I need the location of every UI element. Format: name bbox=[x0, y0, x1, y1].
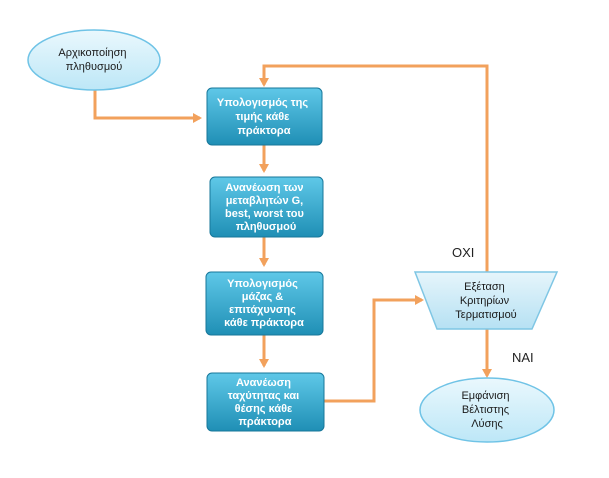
node-mass-acceleration: Υπολογισμός μάζας & επιτάχυνσης κάθε πρά… bbox=[205, 271, 324, 336]
start-label-line: πληθυσμού bbox=[66, 61, 123, 73]
node-velocity-position: Ανανέωση ταχύτητας και θέσης κάθε πράκτο… bbox=[206, 372, 325, 432]
termination-label-line: Τερματισμού bbox=[455, 309, 516, 321]
node-termination-check: Εξέταση Κριτηρίων Τερματισμού bbox=[413, 271, 559, 330]
node-fitness: Υπολογισμός της τιμής κάθε πράκτορα bbox=[206, 87, 323, 146]
fitness-label-line: Υπολογισμός της bbox=[217, 97, 308, 109]
update-variables-label-line: Ανανέωση των bbox=[225, 182, 303, 194]
termination-trapezoid-shape bbox=[413, 271, 559, 330]
velocity-position-box-shape bbox=[206, 372, 325, 432]
velocity-position-label-line: πράκτορα bbox=[238, 416, 291, 428]
start-label-line: Αρχικοποίηση bbox=[58, 47, 126, 59]
edge-termination-no-loop bbox=[259, 64, 489, 272]
svg-text:Ανανέωση ταχύτητας και: Ανανέωση ταχύτητας και θέσης κάθε πράκτο… bbox=[228, 377, 303, 428]
node-update-variables: Ανανέωση των μεταβλητών G, best, worst τ… bbox=[209, 176, 324, 238]
node-start: Αρχικοποίηση πληθυσμού bbox=[27, 29, 161, 91]
svg-text:Ανανέωση των μεταβλητών: Ανανέωση των μεταβλητών G, best, worst τ… bbox=[225, 182, 307, 233]
best-solution-label-line: Λύσης bbox=[471, 418, 503, 430]
best-solution-label-line: Βέλτιστης bbox=[462, 404, 509, 416]
mass-acceleration-label-line: επιτάχυνσης bbox=[229, 304, 296, 316]
edge-velocity-to-termination bbox=[324, 295, 424, 403]
velocity-position-label-line: ταχύτητας και bbox=[228, 390, 299, 402]
best-solution-label-line: Εμφάνιση bbox=[461, 390, 509, 402]
velocity-position-label-line: θέσης κάθε bbox=[235, 403, 293, 415]
svg-text:Εμφάνιση Βέλτιστης: Εμφάνιση Βέλτιστης Λύσης bbox=[461, 390, 512, 430]
update-variables-label-line: best, worst του bbox=[225, 208, 304, 220]
edge-label-yes: ΝΑΙ bbox=[512, 350, 534, 365]
edge-label-no: ΟΧΙ bbox=[452, 245, 474, 260]
mass-acceleration-label-line: μάζας & bbox=[242, 291, 283, 303]
edges bbox=[93, 64, 492, 403]
svg-text:Αρχικοποίηση πληθυσμού: Αρχικοποίηση πληθυσμού bbox=[58, 47, 129, 73]
termination-label-line: Εξέταση bbox=[464, 281, 505, 293]
svg-text:Υπολογισμός μάζας &: Υπολογισμός μάζας & επιτάχυνσης κάθε πρά… bbox=[224, 278, 304, 329]
best-solution-oval-shape bbox=[419, 377, 555, 443]
edge-start-to-fitness bbox=[93, 88, 202, 123]
velocity-position-label-line: Ανανέωση bbox=[236, 377, 291, 389]
mass-acceleration-label-line: κάθε πράκτορα bbox=[224, 317, 304, 329]
fitness-label-line: πράκτορα bbox=[237, 125, 290, 137]
update-variables-label-line: πληθυσμού bbox=[236, 221, 297, 233]
fitness-label-line: τιμής κάθε bbox=[236, 111, 291, 123]
svg-text:Εξέταση Κριτηρίων: Εξέταση Κριτηρίων Τερματισμού bbox=[455, 281, 516, 321]
fitness-box-shape bbox=[206, 87, 323, 146]
node-best-solution: Εμφάνιση Βέλτιστης Λύσης bbox=[419, 377, 555, 443]
update-variables-box-shape bbox=[209, 176, 324, 238]
start-oval-shape bbox=[27, 29, 161, 91]
update-variables-label-line: μεταβλητών G, bbox=[226, 195, 304, 207]
mass-acceleration-box-shape bbox=[205, 271, 324, 336]
svg-text:Υπολογισμός της τιμής κά: Υπολογισμός της τιμής κάθε πράκτορα bbox=[217, 97, 311, 137]
mass-acceleration-label-line: Υπολογισμός bbox=[227, 278, 298, 290]
termination-label-line: Κριτηρίων bbox=[460, 295, 510, 307]
